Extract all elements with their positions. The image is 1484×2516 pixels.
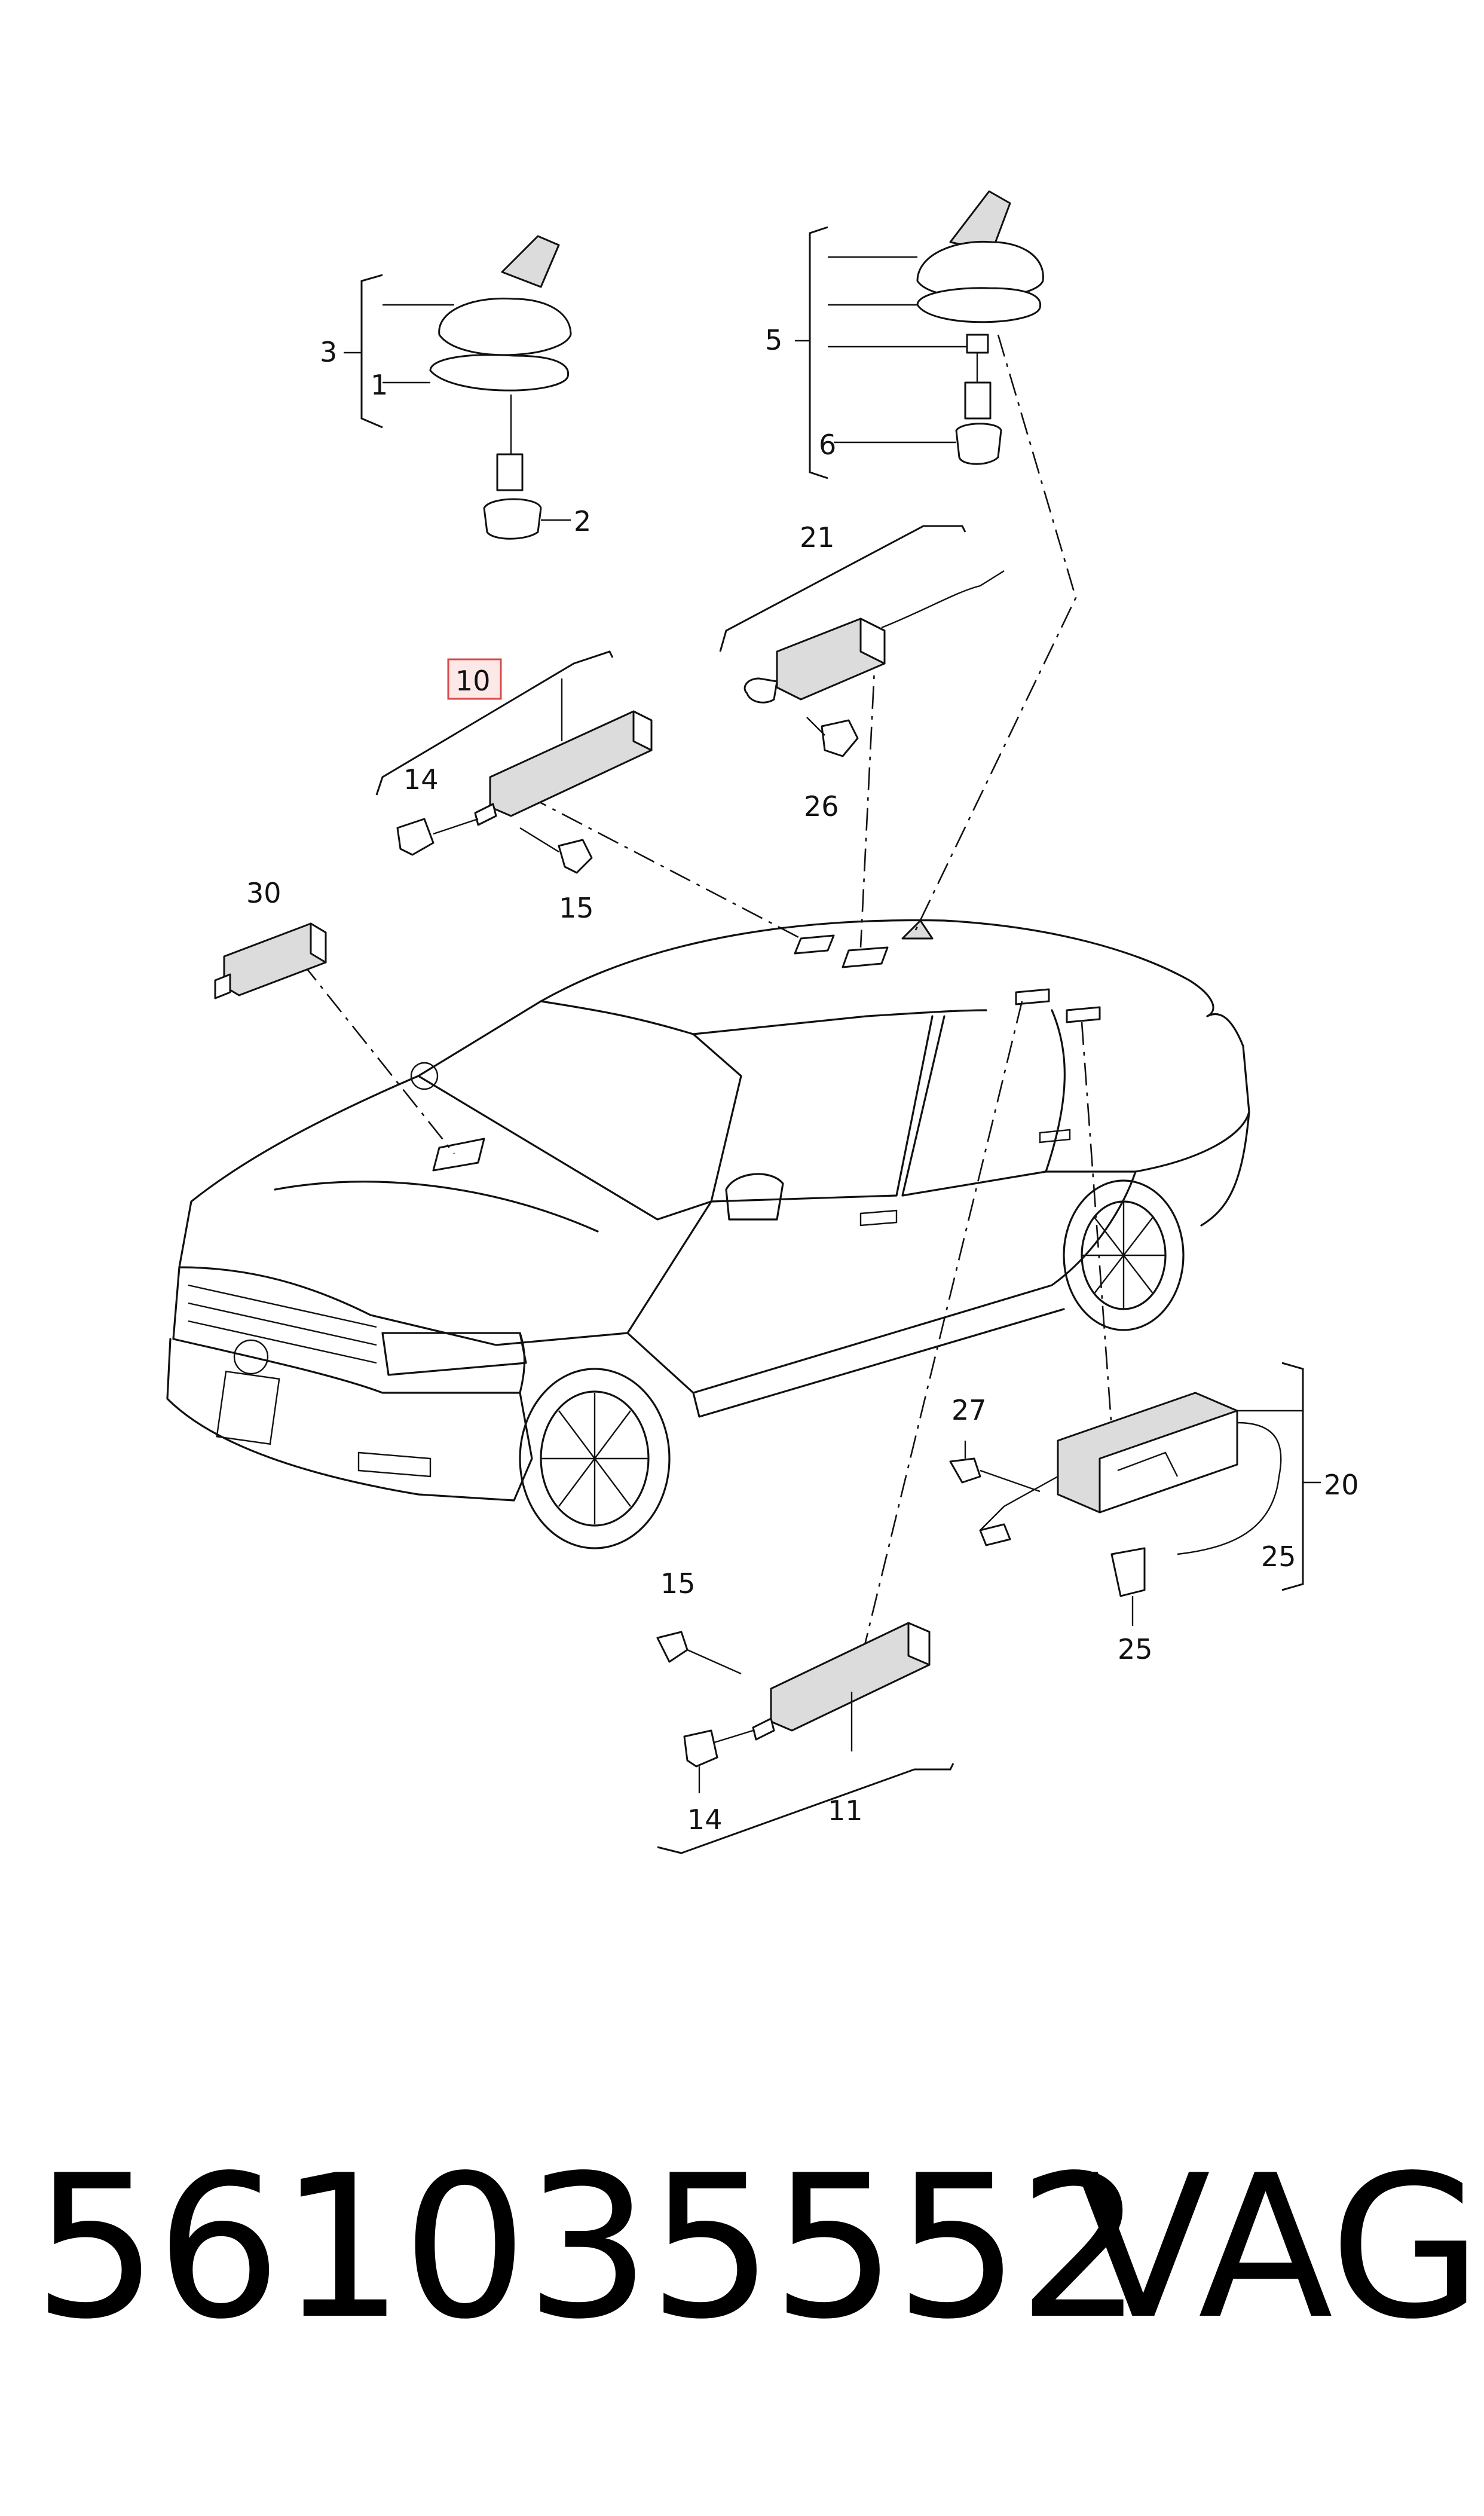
car-illustration [166, 919, 1250, 1549]
callout-25: 25 [1118, 1633, 1153, 1665]
module-20 [949, 1362, 1321, 1626]
callout-1: 1 [371, 369, 388, 401]
footer: 561035552 VAG [0, 2128, 1484, 2379]
callout-2: 2 [574, 505, 591, 537]
callout-21: 21 [800, 521, 835, 554]
amplifier-21 [719, 525, 1005, 757]
callout-15: 15 [660, 1567, 696, 1600]
antenna-assembly-right [795, 190, 1044, 479]
callout-27: 27 [951, 1394, 987, 1426]
module-30 [214, 922, 327, 999]
brand-label: VAG [1076, 2133, 1483, 2362]
callout-15: 15 [559, 892, 594, 924]
callout-14: 14 [403, 763, 439, 796]
callout-11: 11 [828, 1794, 863, 1827]
callout-25: 25 [1261, 1540, 1296, 1573]
callout-30: 30 [246, 877, 281, 909]
amplifier-10 [375, 650, 653, 874]
amplifier-11 [656, 1622, 954, 1854]
leader-lines [301, 334, 1113, 1662]
part-number: 561035552 [33, 2133, 1143, 2362]
callout-6: 6 [819, 429, 836, 461]
highlight-box-10 [447, 658, 502, 700]
callout-3: 3 [320, 336, 337, 368]
callout-14: 14 [687, 1803, 723, 1836]
callout-5: 5 [765, 324, 782, 356]
callout-26: 26 [804, 790, 839, 823]
callout-20: 20 [1324, 1469, 1359, 1501]
antenna-assembly-left [344, 235, 572, 540]
callout-10: 10 [455, 665, 491, 697]
